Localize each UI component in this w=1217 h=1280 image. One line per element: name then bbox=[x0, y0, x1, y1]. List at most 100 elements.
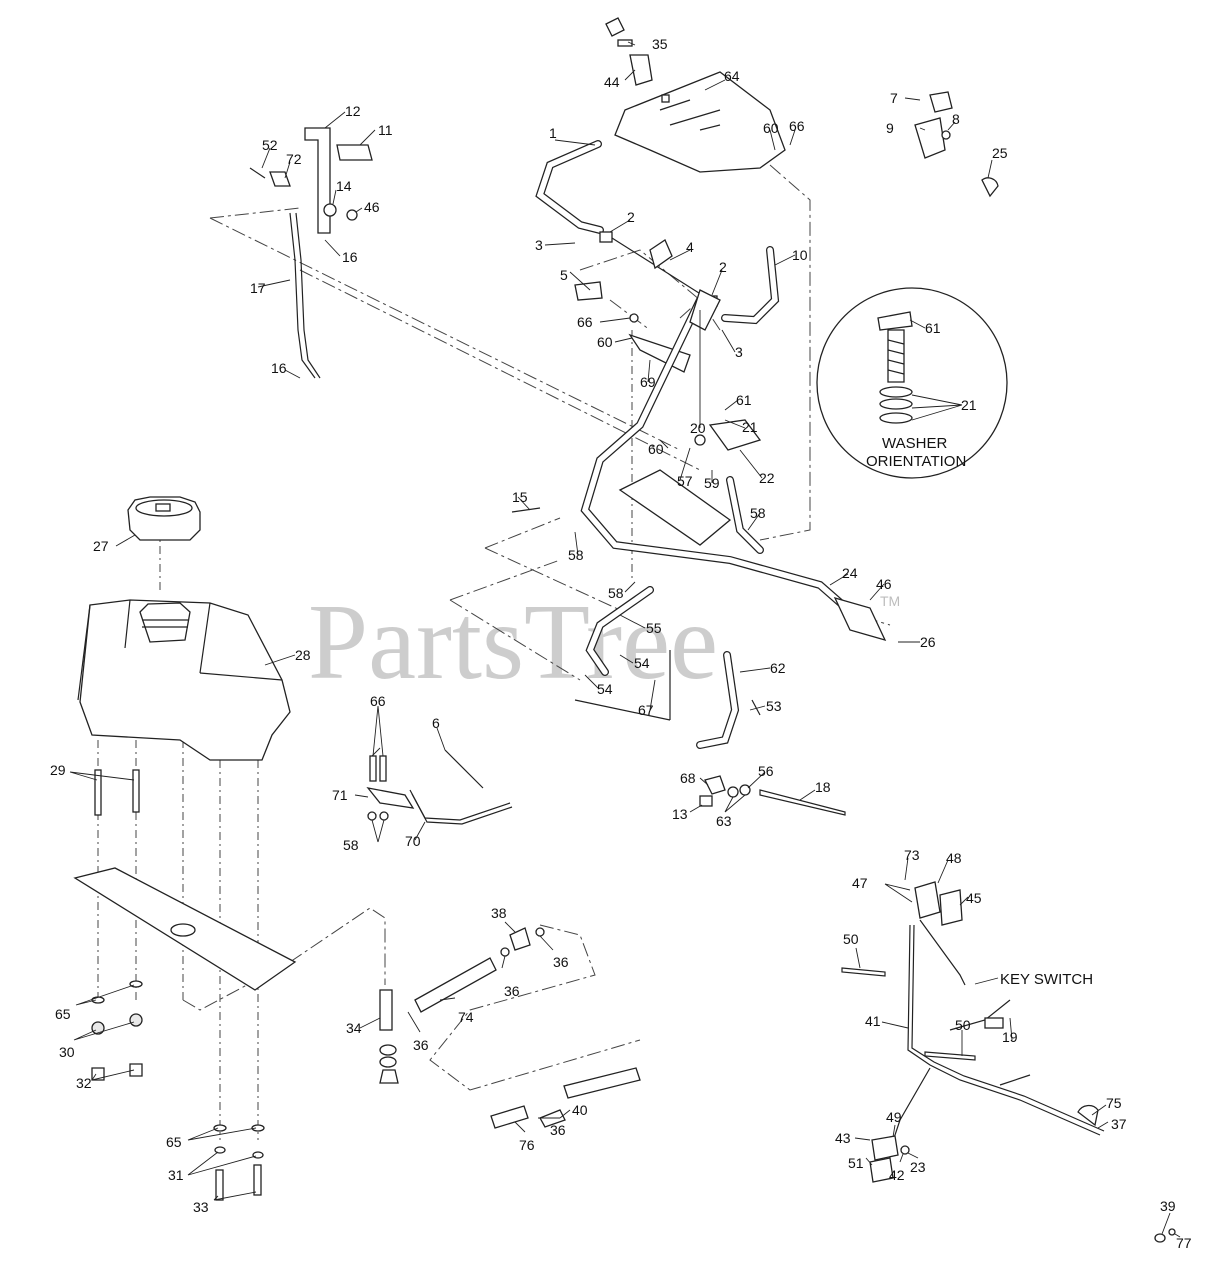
callout-46: 46 bbox=[364, 199, 380, 215]
assembly-lines bbox=[97, 164, 891, 1140]
callout-16-lower: 16 bbox=[271, 360, 287, 376]
callout-16: 16 bbox=[342, 249, 358, 265]
callout-50: 50 bbox=[843, 931, 859, 947]
callout-35: 35 bbox=[652, 36, 668, 52]
callout-44: 44 bbox=[604, 74, 620, 90]
choke-bracket bbox=[366, 749, 513, 825]
callout-37: 37 bbox=[1111, 1116, 1127, 1132]
callout-8: 8 bbox=[952, 111, 960, 127]
callout-61: 61 bbox=[736, 392, 752, 408]
callout-9: 9 bbox=[886, 120, 894, 136]
callout-52: 52 bbox=[262, 137, 278, 153]
callout-66: 66 bbox=[789, 118, 805, 134]
callout-66-bracket: 66 bbox=[370, 693, 386, 709]
callout-18: 18 bbox=[815, 779, 831, 795]
callout-33: 33 bbox=[193, 1199, 209, 1215]
callout-47: 47 bbox=[852, 875, 868, 891]
callout-23: 23 bbox=[910, 1159, 926, 1175]
callout-46-right: 46 bbox=[876, 576, 892, 592]
callout-17: 17 bbox=[250, 280, 266, 296]
callout-28: 28 bbox=[295, 647, 311, 663]
choke-assembly bbox=[914, 91, 999, 198]
callout-10: 10 bbox=[792, 247, 808, 263]
callout-53: 53 bbox=[766, 698, 782, 714]
fuel-cap bbox=[127, 496, 201, 541]
callout-64: 64 bbox=[724, 68, 740, 84]
callout-42: 42 bbox=[889, 1167, 905, 1183]
callout-4: 4 bbox=[686, 239, 694, 255]
callout-39: 39 bbox=[1160, 1198, 1176, 1214]
callout-29: 29 bbox=[50, 762, 66, 778]
callout-54-lower: 54 bbox=[597, 681, 613, 697]
callout-24: 24 bbox=[842, 565, 858, 581]
callout-58-lower: 58 bbox=[608, 585, 624, 601]
callout-58: 58 bbox=[568, 547, 584, 563]
callout-6: 6 bbox=[432, 715, 440, 731]
callout-57: 57 bbox=[677, 473, 693, 489]
callout-50-lower: 50 bbox=[955, 1017, 971, 1033]
callout-27: 27 bbox=[93, 538, 109, 554]
callout-54: 54 bbox=[634, 655, 650, 671]
callout-67: 67 bbox=[638, 702, 654, 718]
callout-14: 14 bbox=[336, 178, 352, 194]
callout-49: 49 bbox=[886, 1109, 902, 1125]
callout-69: 69 bbox=[640, 374, 656, 390]
callout-74: 74 bbox=[458, 1009, 474, 1025]
callout-13: 13 bbox=[672, 806, 688, 822]
callout-45: 45 bbox=[966, 890, 982, 906]
callout-31: 31 bbox=[168, 1167, 184, 1183]
callout-75: 75 bbox=[1106, 1095, 1122, 1111]
callout-5: 5 bbox=[560, 267, 568, 283]
callout-41: 41 bbox=[865, 1013, 881, 1029]
callout-60-frame: 60 bbox=[648, 441, 664, 457]
callout-58-bracket: 58 bbox=[343, 837, 359, 853]
fuel-tank bbox=[77, 599, 291, 761]
callout-2-lower: 2 bbox=[719, 259, 727, 275]
callout-20: 20 bbox=[690, 420, 706, 436]
callout-72: 72 bbox=[286, 151, 302, 167]
mounting-plate bbox=[73, 867, 297, 991]
callout-3: 3 bbox=[535, 237, 543, 253]
callout-34: 34 bbox=[346, 1020, 362, 1036]
callout-51: 51 bbox=[848, 1155, 864, 1171]
callout-12: 12 bbox=[345, 103, 361, 119]
callout-56: 56 bbox=[758, 763, 774, 779]
callout-numbers: 35 44 64 60 66 7 8 9 25 12 11 52 72 14 4… bbox=[50, 36, 1192, 1251]
callout-60-mid: 60 bbox=[597, 334, 613, 350]
callout-59: 59 bbox=[704, 475, 720, 491]
callout-60: 60 bbox=[763, 120, 779, 136]
shift-lever bbox=[696, 651, 761, 749]
handle-frame bbox=[511, 289, 887, 642]
ignition-key bbox=[605, 17, 653, 86]
washer-orientation-detail bbox=[816, 287, 1008, 479]
callout-68: 68 bbox=[680, 770, 696, 786]
tank-studs bbox=[94, 769, 140, 816]
drive-lever bbox=[574, 586, 671, 721]
callout-66-mid: 66 bbox=[577, 314, 593, 330]
callout-36-d: 36 bbox=[550, 1122, 566, 1138]
brake-pedal bbox=[249, 127, 373, 379]
callout-19: 19 bbox=[1002, 1029, 1018, 1045]
callout-77: 77 bbox=[1176, 1235, 1192, 1251]
callout-3-lower: 3 bbox=[735, 344, 743, 360]
callout-15: 15 bbox=[512, 489, 528, 505]
callout-36: 36 bbox=[553, 954, 569, 970]
callout-55: 55 bbox=[646, 620, 662, 636]
callout-70: 70 bbox=[405, 833, 421, 849]
callout-40: 40 bbox=[572, 1102, 588, 1118]
control-rod bbox=[699, 775, 846, 816]
callout-71: 71 bbox=[332, 787, 348, 803]
callout-21-detail: 21 bbox=[961, 397, 977, 413]
callout-65: 65 bbox=[55, 1006, 71, 1022]
callout-76: 76 bbox=[519, 1137, 535, 1153]
watermark: PartsTree bbox=[308, 583, 718, 702]
leader-lines bbox=[69, 41, 1181, 1238]
callout-61-detail: 61 bbox=[925, 320, 941, 336]
washer-orientation-label: WASHER bbox=[882, 435, 947, 452]
callout-11: 11 bbox=[378, 122, 393, 138]
callout-32: 32 bbox=[76, 1075, 92, 1091]
throttle-cable bbox=[535, 140, 780, 373]
watermark-trademark: TM bbox=[880, 593, 900, 609]
key-switch-label: KEY SWITCH bbox=[1000, 971, 1093, 988]
